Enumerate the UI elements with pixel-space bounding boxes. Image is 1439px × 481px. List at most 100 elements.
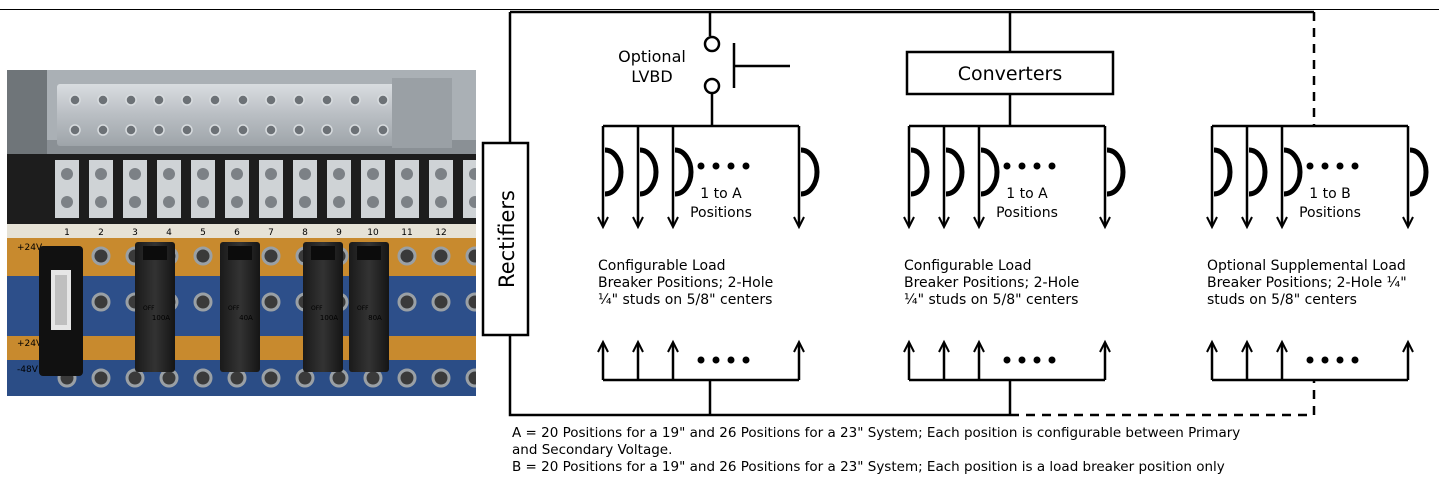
down-arrow-icon — [973, 216, 985, 230]
ellipsis-dot — [712, 356, 720, 364]
bolt-icon — [377, 94, 389, 106]
position-number: 3 — [132, 228, 138, 238]
breaker-symbol-icon — [980, 147, 1000, 197]
mounting-socket-icon — [397, 368, 417, 388]
terminal-screw-icon — [367, 196, 379, 208]
bolt-icon — [209, 124, 221, 136]
ellipsis-dot — [1048, 356, 1056, 364]
position-number: 1 — [64, 228, 70, 238]
bolt-icon — [321, 94, 333, 106]
down-arrow-icon — [903, 216, 915, 230]
terminal-screw-icon — [231, 168, 243, 180]
up-arrow-icon — [632, 339, 644, 353]
breaker-symbol-icon — [1283, 147, 1303, 197]
mounting-socket-icon — [261, 246, 281, 266]
rectifiers-label: Rectifiers — [495, 190, 519, 288]
rectifiers-box — [481, 141, 530, 337]
mounting-socket-icon — [261, 292, 281, 312]
terminal-screw-icon — [95, 168, 107, 180]
panel-description-line: Optional Supplemental Load — [1207, 258, 1406, 274]
terminal-screw-icon — [299, 196, 311, 208]
rail-label-1: +24V — [17, 243, 43, 253]
ellipsis-dot — [697, 356, 705, 364]
panel-description-line: Breaker Positions; 2-Hole — [904, 275, 1079, 291]
mounting-socket-icon — [329, 368, 349, 388]
mounting-socket-icon — [431, 368, 451, 388]
up-arrow-icon — [597, 339, 609, 353]
position-number: 4 — [166, 228, 172, 238]
breaker-symbol-icon — [1409, 147, 1429, 197]
mounting-socket-icon — [465, 292, 476, 312]
bolt-icon — [349, 94, 361, 106]
position-number: 11 — [401, 228, 412, 238]
terminal-screw-icon — [231, 196, 243, 208]
positions-word-label: Positions — [1299, 205, 1361, 221]
down-arrow-icon — [1402, 216, 1414, 230]
position-number: 10 — [367, 228, 379, 238]
mounting-socket-icon — [227, 368, 247, 388]
panel-description-line: studs on 5/8" centers — [1207, 292, 1357, 308]
up-arrow-icon — [1276, 339, 1288, 353]
mounting-socket-icon — [193, 246, 213, 266]
breaker-rating: 100A — [320, 314, 338, 322]
down-arrow-icon — [1241, 216, 1253, 230]
breaker-symbol-icon — [945, 147, 965, 197]
positions-word-label: Positions — [690, 205, 752, 221]
ellipsis-dot — [727, 356, 735, 364]
ellipsis-dot — [1003, 162, 1011, 170]
breaker-rating: 80A — [368, 314, 382, 322]
breaker-symbol-icon — [604, 147, 624, 197]
breaker-symbol-icon — [1248, 147, 1268, 197]
panel-description-line: ¼" studs on 5/8" centers — [904, 292, 1078, 308]
up-arrow-icon — [1402, 339, 1414, 353]
breaker-off-label: OFF — [357, 305, 369, 312]
ellipsis-dot — [712, 162, 720, 170]
ellipsis-dot — [1351, 162, 1359, 170]
down-arrow-icon — [597, 216, 609, 230]
terminal-screw-icon — [61, 196, 73, 208]
up-arrow-icon — [1241, 339, 1253, 353]
footnote-a-line-2: and Secondary Voltage. — [512, 442, 673, 458]
breaker-symbol-icon — [674, 147, 694, 197]
breaker-symbol-icon — [639, 147, 659, 197]
ellipsis-dot — [1003, 356, 1011, 364]
fuse-holder — [39, 246, 83, 376]
ellipsis-dot — [1048, 162, 1056, 170]
circuit-breaker: OFF 80A — [349, 242, 389, 372]
positions-range-label: 1 to B — [1309, 186, 1350, 202]
mounting-socket-icon — [159, 368, 179, 388]
power-distribution-schematic: Rectifiers Optional LVBD Converters 1 to… — [480, 0, 1439, 481]
terminal-screw-icon — [265, 168, 277, 180]
top-divider-line — [0, 9, 1439, 10]
lvbd-label-line-2: LVBD — [631, 67, 672, 86]
panel-description-line: Breaker Positions; 2-Hole ¼" — [1207, 275, 1407, 291]
position-number: 12 — [435, 228, 446, 238]
down-arrow-icon — [667, 216, 679, 230]
bolt-icon — [377, 124, 389, 136]
bolt-icon — [321, 124, 333, 136]
terminal-screw-icon — [469, 168, 476, 180]
position-number: 6 — [234, 228, 240, 238]
breaker-symbol-icon — [910, 147, 930, 197]
positions-range-label: 1 to A — [1006, 186, 1048, 202]
down-arrow-icon — [793, 216, 805, 230]
down-arrow-icon — [632, 216, 644, 230]
terminal-screw-icon — [435, 196, 447, 208]
bolt-icon — [293, 94, 305, 106]
terminal-screw-icon — [299, 168, 311, 180]
footnotes: A = 20 Positions for a 19" and 26 Positi… — [512, 425, 1437, 476]
mounting-socket-icon — [193, 292, 213, 312]
mounting-socket-icon — [91, 368, 111, 388]
ellipsis-dot — [1018, 162, 1026, 170]
position-number: 9 — [336, 228, 342, 238]
bolt-icon — [97, 94, 109, 106]
down-arrow-icon — [1206, 216, 1218, 230]
mounting-socket-icon — [193, 368, 213, 388]
breaker-symbol-icon — [800, 147, 820, 197]
ellipsis-dot — [1336, 162, 1344, 170]
converters-box — [905, 50, 1115, 96]
ellipsis-dot — [727, 162, 735, 170]
